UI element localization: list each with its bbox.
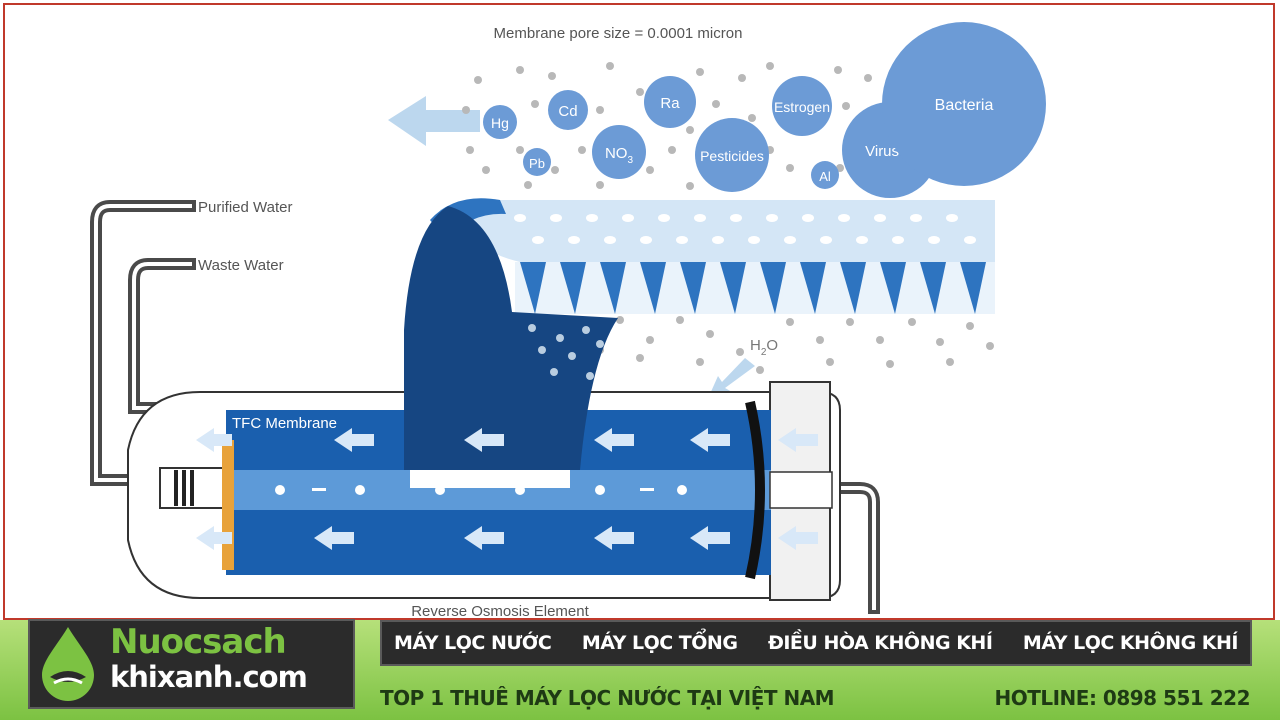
waste-water-label: Waste Water — [198, 257, 284, 274]
svg-text:NO3: NO3 — [605, 145, 634, 166]
arrow-left-icon — [690, 428, 730, 452]
nav-item-may-loc-tong[interactable]: MÁY LỌC TỔNG — [581, 632, 738, 654]
nav-item-dieu-hoa[interactable]: ĐIỀU HÒA KHÔNG KHÍ — [767, 632, 993, 654]
pipes — [90, 200, 880, 614]
arrow-left-icon — [778, 526, 818, 550]
footer-tagline: TOP 1 THUÊ MÁY LỌC NƯỚC TẠI VIỆT NAM — [380, 686, 835, 710]
pore-caption: Membrane pore size = 0.0001 micron — [494, 25, 743, 42]
contaminant-bubbles: Hg Pb Cd NO3 Ra Pesticides Estrogen Al V… — [483, 22, 1046, 198]
h2o-arrow-icon — [710, 358, 755, 394]
arrow-left-icon — [314, 526, 354, 550]
h2o-label: H2O — [750, 337, 778, 358]
svg-text:Ra: Ra — [660, 95, 680, 112]
arrow-left-icon — [196, 526, 232, 550]
arrow-left-icon — [778, 428, 818, 452]
arrow-left-icon — [464, 526, 504, 550]
footer-hotline[interactable]: HOTLINE: 0898 551 222 — [994, 686, 1250, 710]
main-nav: MÁY LỌC NƯỚC MÁY LỌC TỔNG ĐIỀU HÒA KHÔNG… — [380, 620, 1252, 666]
membrane-roll — [404, 206, 618, 488]
brand-name-line1: Nuocsach — [110, 622, 287, 662]
arrow-left-icon — [690, 526, 730, 550]
ro-diagram: Membrane pore size = 0.0001 micron Hg Pb… — [90, 22, 1046, 620]
arrow-left-icon — [196, 428, 232, 452]
arrow-left-icon — [334, 428, 374, 452]
svg-text:Al: Al — [819, 169, 831, 184]
svg-text:Estrogen: Estrogen — [774, 99, 830, 115]
purified-water-label: Purified Water — [198, 199, 292, 216]
arrow-left-icon — [464, 428, 504, 452]
svg-text:Pesticides: Pesticides — [700, 148, 764, 164]
nav-item-may-loc-khong-khi[interactable]: MÁY LỌC KHÔNG KHÍ — [1022, 632, 1239, 654]
flow-arrow-icon — [388, 96, 480, 146]
svg-text:Pb: Pb — [529, 156, 545, 171]
flow-arrows — [196, 428, 818, 550]
svg-text:Cd: Cd — [558, 103, 577, 120]
brand-name-line2: khixanh.com — [110, 660, 308, 694]
water-drop-icon — [42, 627, 94, 701]
permeate-drops — [275, 485, 687, 495]
nav-item-may-loc-nuoc[interactable]: MÁY LỌC NƯỚC — [394, 632, 552, 654]
arrow-left-icon — [594, 428, 634, 452]
svg-text:Bacteria: Bacteria — [935, 97, 994, 114]
svg-text:Hg: Hg — [491, 115, 509, 131]
contaminant-dots — [462, 62, 994, 374]
membrane-sheet — [430, 198, 995, 314]
ro-element-label: Reverse Osmosis Element — [411, 603, 589, 620]
tfc-membrane-label: TFC Membrane — [232, 415, 337, 432]
arrow-left-icon — [594, 526, 634, 550]
